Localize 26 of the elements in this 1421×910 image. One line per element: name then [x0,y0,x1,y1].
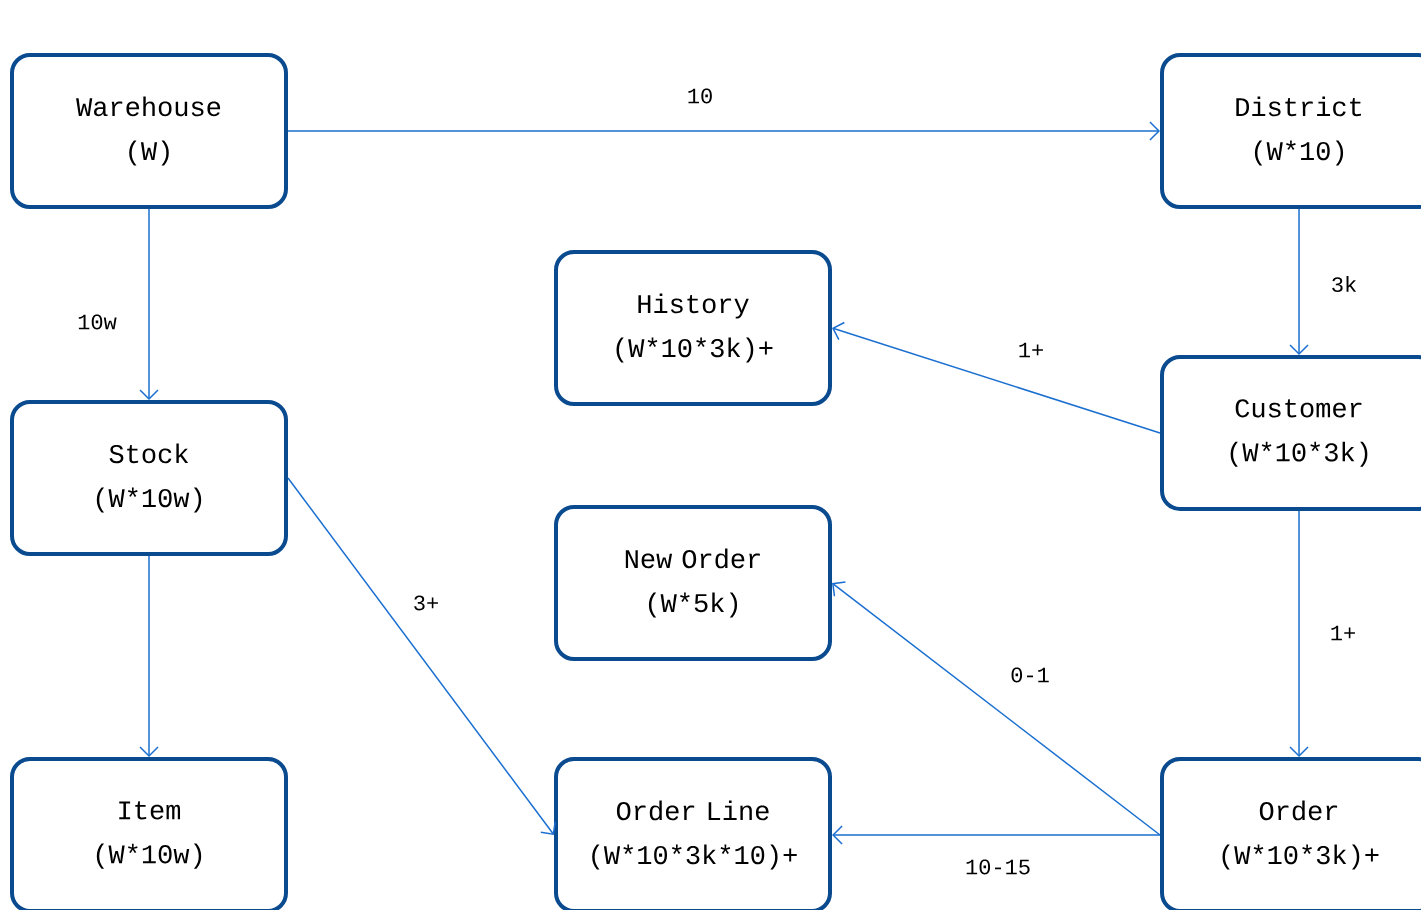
arrow [832,581,1161,836]
entity-box: Item (W*10w) [10,757,288,910]
entity-box: Order (W*10*3k)+ [1160,757,1421,910]
arrow [287,121,1161,141]
edge-label: 3+ [410,593,442,613]
edge-label: 3k [1328,273,1360,295]
edge-label: 0-1 [1008,665,1052,685]
edge-label: 10w [75,312,119,332]
arrow [287,477,556,835]
arrow [1289,208,1309,355]
edge-label: 1+ [1015,340,1047,360]
arrow [832,321,1161,434]
arrow [1289,510,1309,757]
entity-box: Warehouse (W) [10,53,288,209]
entity-box: New Order (W*5k) [554,505,832,661]
arrow [139,555,159,757]
edge-label: 10 [684,86,716,106]
entity-box: District (W*10) [1160,53,1421,209]
arrow [139,208,159,400]
arrow [832,825,1161,845]
entity-box: History (W*10*3k)+ [554,250,832,406]
entity-box: Stock (W*10w) [10,400,288,556]
entity-box: Order Line (W*10*3k*10)+ [554,757,832,910]
edge-label: 10-15 [963,857,1033,877]
entity-box: Customer (W*10*3k) [1160,355,1421,511]
edge-label: 1+ [1327,623,1359,643]
